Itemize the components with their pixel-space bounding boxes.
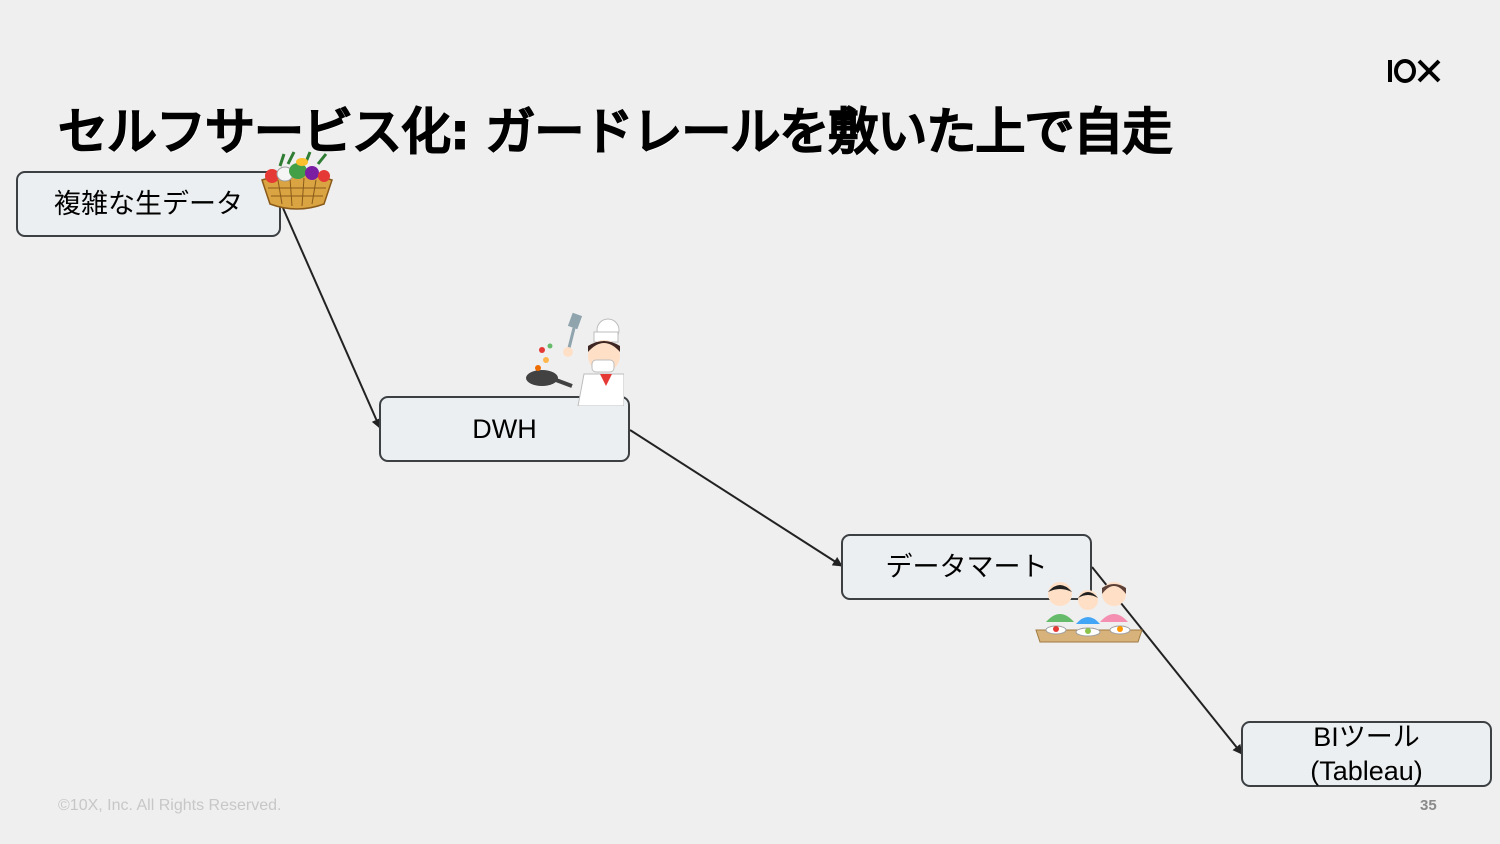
slide-title: セルフサービス化: ガードレールを敷いた上で自走 xyxy=(57,103,1172,162)
node-bi-tool: BIツール (Tableau) xyxy=(1241,721,1492,787)
node-raw-data: 複雑な生データ xyxy=(16,171,281,237)
edge-dwh-to-mart xyxy=(629,429,843,567)
chef-cooking-icon xyxy=(526,312,624,406)
node-bi-tool-label-line2: (Tableau) xyxy=(1310,756,1423,786)
node-dwh-label: DWH xyxy=(472,414,537,444)
node-dwh: DWH xyxy=(379,396,630,462)
vegetable-basket-icon xyxy=(261,151,333,210)
edge-raw-to-dwh xyxy=(282,207,381,429)
page-number: 35 xyxy=(1420,797,1437,814)
node-data-mart-label: データマート xyxy=(885,552,1048,582)
node-data-mart: データマート xyxy=(841,534,1092,600)
company-logo xyxy=(1388,59,1441,83)
copyright-footer: ©10X, Inc. All Rights Reserved. xyxy=(58,797,282,814)
node-raw-data-label: 複雑な生データ xyxy=(54,189,243,219)
node-bi-tool-label-line1: BIツール xyxy=(1313,722,1420,752)
family-eating-icon xyxy=(1035,582,1143,643)
